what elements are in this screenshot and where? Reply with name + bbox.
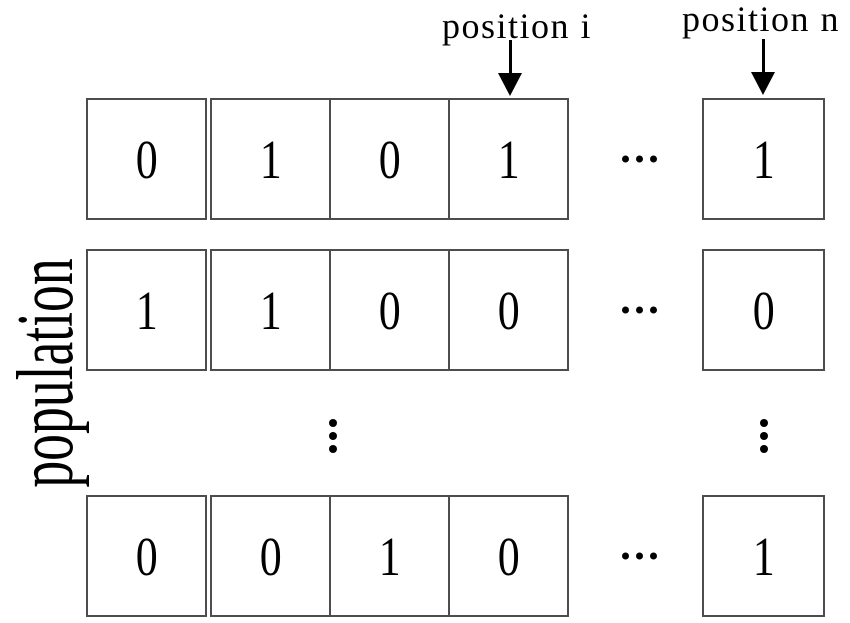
- gene-value: 1: [752, 128, 775, 190]
- arrow-head: [498, 73, 522, 96]
- arrow-head: [751, 72, 775, 95]
- gene-value: 0: [135, 525, 158, 587]
- arrow-stem: [508, 40, 512, 74]
- gene-cell: 0: [210, 495, 331, 617]
- gene-value: 0: [497, 279, 520, 341]
- horizontal-ellipsis-icon: [622, 155, 657, 163]
- gene-cell: 0: [86, 495, 207, 617]
- horizontal-ellipsis-icon: [622, 552, 657, 560]
- gene-cell: 0: [329, 249, 450, 371]
- vertical-ellipsis-icon: [329, 419, 337, 453]
- gene-value: 1: [135, 279, 158, 341]
- position-n-label: position n: [681, 0, 841, 39]
- gene-cell-position-i: 0: [448, 495, 569, 617]
- position-i-arrow-icon: [498, 40, 522, 96]
- gene-value: 1: [259, 128, 282, 190]
- gene-cell-position-n: 1: [702, 98, 825, 220]
- gene-value: 0: [752, 279, 775, 341]
- gene-cell: 1: [329, 495, 450, 617]
- gene-cell: 1: [210, 249, 331, 371]
- gene-value: 1: [378, 525, 401, 587]
- arrow-stem: [761, 39, 765, 73]
- gene-cell: 1: [86, 249, 207, 371]
- gene-value: 0: [378, 279, 401, 341]
- gene-cell-position-n: 0: [702, 249, 825, 371]
- gene-cell-position-n: 1: [702, 495, 825, 617]
- gene-value: 1: [752, 525, 775, 587]
- gene-cell-position-i: 0: [448, 249, 569, 371]
- gene-value: 0: [378, 128, 401, 190]
- gene-value: 0: [259, 525, 282, 587]
- vertical-ellipsis-icon: [760, 419, 768, 453]
- gene-cell: 0: [86, 98, 207, 220]
- position-n-arrow-icon: [751, 39, 775, 95]
- chromosome-row-1: 0 1 0 1 1: [0, 98, 850, 220]
- gene-cell: 1: [210, 98, 331, 220]
- gene-cell-position-i: 1: [448, 98, 569, 220]
- gene-value: 1: [497, 128, 520, 190]
- gene-cell: 0: [329, 98, 450, 220]
- chromosome-row-2: 1 1 0 0 0: [0, 249, 850, 371]
- gene-value: 1: [259, 279, 282, 341]
- horizontal-ellipsis-icon: [622, 306, 657, 314]
- position-i-label: position i: [441, 6, 593, 46]
- gene-value: 0: [497, 525, 520, 587]
- gene-value: 0: [135, 128, 158, 190]
- chromosome-row-last: 0 0 1 0 1: [0, 495, 850, 617]
